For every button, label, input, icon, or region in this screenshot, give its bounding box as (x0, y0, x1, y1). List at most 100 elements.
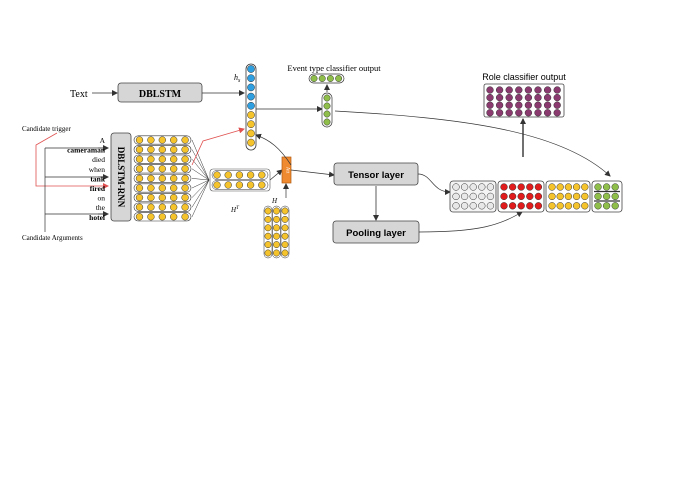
role-cell (543, 86, 552, 94)
token-state-cell (147, 213, 155, 221)
red-feature-cell (534, 192, 543, 201)
yellow-feature-cell (572, 192, 581, 201)
token-word: the (96, 203, 106, 212)
role-cell (515, 109, 523, 117)
green-feature-cell (602, 183, 611, 191)
dblstm-label: DBLSTM (139, 89, 182, 100)
yellow-feature-cell (556, 183, 564, 191)
h-cell (273, 215, 280, 223)
role-cell (505, 109, 513, 117)
green-feature-cell (602, 202, 611, 210)
role-classifier-output-box (483, 83, 565, 118)
yellow-feature-cell (564, 202, 573, 210)
role-cell (553, 109, 561, 117)
green-feature-cell (594, 192, 602, 201)
token-state-cell (135, 136, 144, 144)
token-state-cell (158, 165, 166, 173)
token-state-cell (147, 193, 155, 202)
token-state-cell (170, 184, 178, 192)
converge-line (191, 168, 210, 181)
gray-feature-cell (452, 192, 460, 201)
gray-feature-cell (486, 192, 495, 201)
token-state-cell (158, 184, 166, 192)
h-cell (281, 249, 289, 257)
h-cell (273, 232, 280, 240)
event-type-output-vector (308, 73, 345, 84)
ht-cell (246, 171, 255, 179)
token-state-cell (158, 193, 166, 202)
gray-feature-cell (478, 202, 486, 210)
gray-feature-cell (478, 183, 486, 191)
token-state-cell (181, 184, 189, 192)
yellow-feature-cell (556, 202, 564, 210)
green-feature-cell (611, 192, 619, 201)
role-cell (534, 93, 542, 102)
hs-cell (247, 74, 255, 83)
ht-to-att-arrow (269, 169, 283, 181)
role-cell (505, 86, 513, 94)
role-cell (524, 93, 533, 102)
token-state-cell (135, 155, 144, 163)
ht-cell (224, 181, 232, 189)
role-cell (543, 109, 552, 117)
red-feature-cell (534, 202, 543, 210)
h-cell (264, 232, 272, 240)
token-state-cell (135, 174, 144, 183)
gray-feature-cell (460, 183, 469, 191)
red-feature-cell (508, 202, 517, 210)
red-feature-cell (526, 183, 534, 191)
token-state-cell (135, 145, 144, 154)
event-to-role-curve (334, 110, 611, 177)
role-cell (515, 101, 523, 109)
green-feature-cell (594, 183, 602, 191)
token-word: when (89, 165, 105, 174)
token-state-cell (158, 203, 166, 211)
pooling-to-concat-arrow (418, 211, 523, 233)
h-cell (273, 224, 280, 232)
gray-feature-cell (486, 183, 495, 191)
converge-line (191, 139, 210, 181)
event-output-cell (310, 75, 318, 82)
event-hidden-cell (323, 118, 331, 126)
h-label: H (271, 197, 278, 205)
event-hidden-cell (323, 110, 331, 118)
token-state-cell (170, 203, 178, 211)
token-state-cell (135, 184, 144, 192)
token-state-cell (135, 213, 144, 221)
red-feature-cell (500, 183, 508, 191)
green-feature-cell (611, 183, 619, 191)
role-cell (534, 86, 542, 94)
gray-feature-cell (452, 202, 460, 210)
h-cell (273, 207, 280, 215)
role-cell (495, 101, 504, 109)
ht-matrix-cells (211, 170, 269, 190)
token-state-cell (158, 213, 166, 221)
h-cell (281, 241, 289, 249)
red-feature-cell (508, 192, 517, 201)
token-state-cell (170, 213, 178, 221)
token-state-cell (170, 165, 178, 173)
tensor-layer-label: Tensor layer (348, 170, 404, 181)
token-word: tank (90, 174, 105, 183)
role-cell (534, 109, 542, 117)
token-state-cell (181, 174, 189, 183)
role-classifier-label: Role classifier output (482, 72, 566, 82)
token-word: fired (90, 184, 106, 193)
event-output-cell (335, 75, 343, 82)
candidate-trigger-label: Candidate trigger (22, 125, 71, 133)
converge-line (191, 159, 210, 181)
h-cell (264, 224, 272, 232)
yellow-feature-cell (581, 183, 589, 191)
event-output-cell (318, 75, 326, 82)
token-state-cell (158, 145, 166, 154)
att-to-hs-arrow (255, 133, 292, 166)
arguments-bracket (44, 147, 108, 232)
h-matrix-columns (263, 205, 290, 259)
token-state-cell (181, 145, 189, 154)
ht-cell (258, 171, 266, 179)
role-cell (524, 109, 533, 117)
yellow-feature-cell (581, 202, 589, 210)
converge-line (191, 179, 210, 217)
trigger-pointer-line (35, 132, 109, 189)
h-cell (264, 207, 272, 215)
